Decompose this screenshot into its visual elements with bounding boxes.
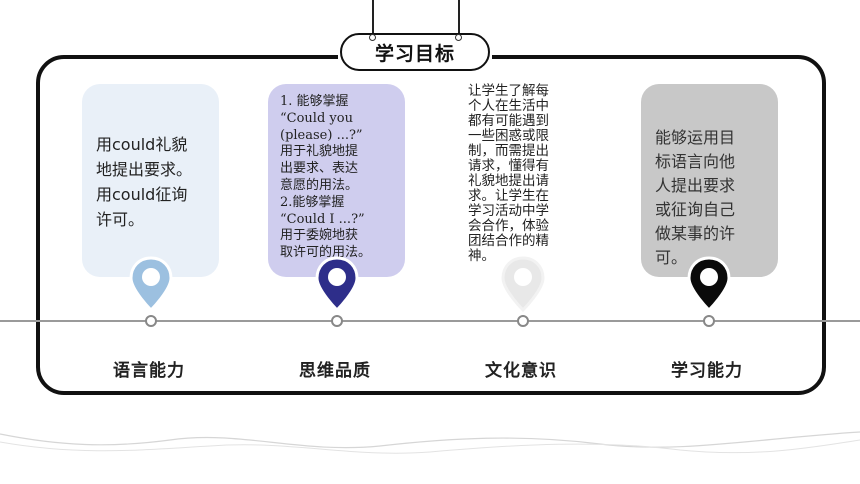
timeline-node <box>703 315 715 327</box>
timeline-node <box>145 315 157 327</box>
objective-text-line: 1. 能够掌握 <box>280 94 349 109</box>
sign-string-right <box>458 0 460 38</box>
objective-text-line: 取许可的用法。 <box>280 245 372 261</box>
objective-text-line: “Could I ...?” <box>280 211 365 227</box>
objective-text-line: 做某事的许 <box>655 224 736 243</box>
sign-string-left <box>372 0 374 38</box>
objective-text-culture: 让学生了解每个人在生活中都有可能遇到一些困惑或限制，而需提出请求，懂得有礼貌地提… <box>468 84 549 264</box>
objective-text-line: 能够运用目 <box>655 128 736 147</box>
objective-text-line: 礼貌地提出请 <box>468 173 549 189</box>
objective-text-language: 用could礼貌地提出要求。用could征询许可。 <box>96 132 192 232</box>
objective-card-thinking: 1. 能够掌握“Could you(please) ...?”用于礼貌地提出要求… <box>268 84 405 277</box>
objective-text-line: 人提出要求 <box>655 176 736 195</box>
objective-text-line: 会合作，体验 <box>468 218 549 234</box>
objective-text-line: 学习活动中学 <box>468 203 549 219</box>
objective-text-line: 出要求、表达 <box>280 161 359 177</box>
objective-text-line: 都有可能遇到 <box>468 113 549 129</box>
objective-card-culture: 让学生了解每个人在生活中都有可能遇到一些困惑或限制，而需提出请求，懂得有礼貌地提… <box>462 84 587 277</box>
page-title: 学习目标 <box>374 42 455 65</box>
timeline-node <box>331 315 343 327</box>
objective-text-line: 用于礼貌地提 <box>280 144 359 160</box>
objective-text-line: 制，而需提出 <box>468 143 549 159</box>
objective-text-line: 地提出要求。 <box>96 160 193 179</box>
objective-text-line: 求。让学生在 <box>468 188 549 204</box>
objective-text-learning: 能够运用目标语言向他人提出要求或征询自己做某事的许可。 <box>655 126 735 270</box>
location-pin-icon-culture <box>501 256 545 312</box>
sign-hook-right <box>455 34 462 41</box>
sign-hook-left <box>369 34 376 41</box>
objective-label-thinking: 思维品质 <box>299 361 371 381</box>
title-sign: 学习目标 <box>340 33 490 71</box>
objective-text-thinking: 1. 能够掌握“Could you(please) ...?”用于礼貌地提出要求… <box>280 94 371 262</box>
objective-text-line: 可。 <box>655 248 688 267</box>
location-pin-icon-learning <box>687 256 731 312</box>
timeline-line <box>0 320 860 322</box>
objective-text-line: 意愿的用法。 <box>280 177 359 193</box>
objective-text-line: 一些困惑或限 <box>468 128 549 144</box>
objective-text-line: 用于委婉地获 <box>280 228 359 244</box>
objective-text-line: 2.能够掌握 <box>280 194 345 210</box>
objective-text-line: 让学生了解每 <box>468 83 549 99</box>
objective-label-culture: 文化意识 <box>485 361 557 381</box>
location-pin-icon-language <box>129 256 173 312</box>
timeline-node <box>517 315 529 327</box>
objective-label-language: 语言能力 <box>113 361 185 381</box>
location-pin-icon-thinking <box>315 256 359 312</box>
objective-text-line: 用could征询 <box>96 185 188 204</box>
objective-text-line: “Could you <box>280 110 353 126</box>
objective-card-learning: 能够运用目标语言向他人提出要求或征询自己做某事的许可。 <box>641 84 778 277</box>
objective-text-line: 或征询自己 <box>655 200 736 219</box>
objective-text-line: (please) ...?” <box>280 127 363 143</box>
objective-text-line: 请求，懂得有 <box>468 158 549 174</box>
objective-text-line: 团结合作的精 <box>468 233 549 249</box>
objective-label-learning: 学习能力 <box>671 361 743 381</box>
decorative-wave <box>0 431 860 454</box>
objective-text-line: 用could礼貌 <box>96 135 188 154</box>
objective-card-language: 用could礼貌地提出要求。用could征询许可。 <box>82 84 219 277</box>
objective-text-line: 标语言向他 <box>655 152 736 171</box>
objective-text-line: 个人在生活中 <box>468 98 549 114</box>
objective-text-line: 神。 <box>468 248 495 264</box>
objective-text-line: 许可。 <box>96 210 145 229</box>
